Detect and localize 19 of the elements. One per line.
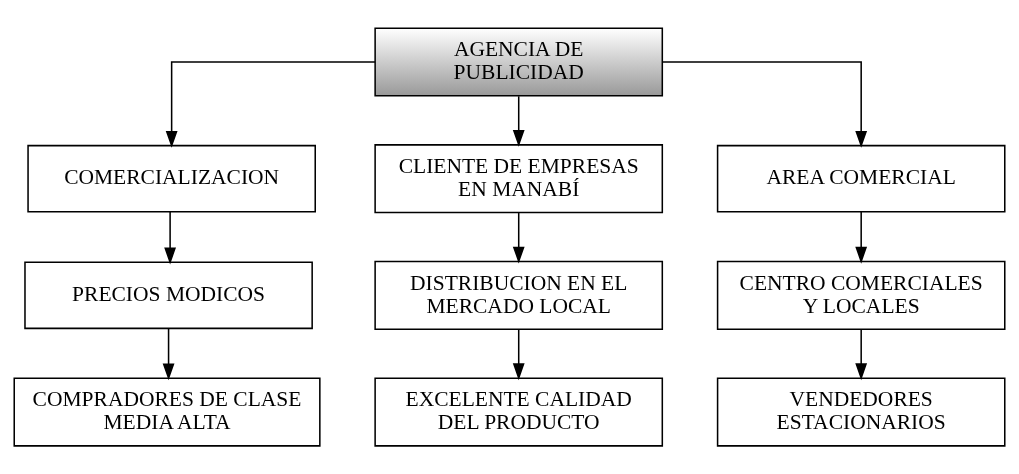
- node-box: CENTRO COMERCIALES Y LOCALES: [716, 260, 1006, 330]
- node-box: COMPRADORES DE CLASE MEDIA ALTA: [13, 377, 321, 447]
- node-box: AGENCIA DE PUBLICIDAD: [374, 27, 664, 97]
- arrow: [855, 328, 868, 381]
- arrow: [855, 211, 868, 264]
- node-box: VENDEDORES ESTACIONARIOS: [716, 377, 1006, 447]
- node-box: COMERCIALIZACION: [27, 144, 316, 213]
- arrow: [162, 327, 175, 381]
- node-box: EXCELENTE CALIDAD DEL PRODUCTO: [374, 377, 664, 447]
- node-box: DISTRIBUCION EN EL MERCADO LOCAL: [374, 260, 664, 330]
- arrow: [512, 95, 525, 147]
- node-box: AREA COMERCIAL: [716, 144, 1006, 213]
- arrow: [164, 211, 177, 265]
- node-box: CLIENTE DE EMPRESAS EN MANABÍ: [374, 144, 664, 214]
- arrow: [512, 212, 525, 264]
- arrow: [165, 61, 376, 148]
- arrow: [512, 328, 525, 381]
- arrow: [661, 61, 868, 148]
- node-box: PRECIOS MODICOS: [24, 261, 313, 330]
